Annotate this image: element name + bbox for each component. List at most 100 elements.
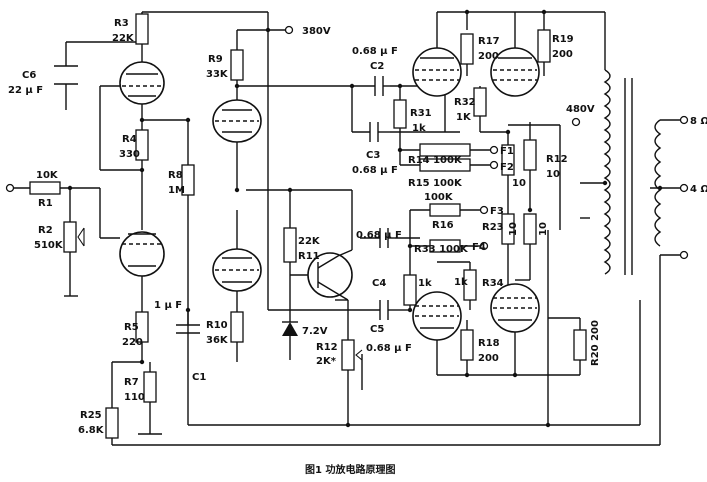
tube-v6 <box>490 47 540 97</box>
resistor-r19 <box>537 29 551 63</box>
tube-v8 <box>490 283 540 333</box>
label-r34: R34 <box>482 278 504 289</box>
label-r23: R23 <box>482 222 504 233</box>
label-r31: R31 <box>410 108 432 119</box>
label-c1-value: 1 μ F <box>154 300 182 311</box>
label-r10-value: 36K <box>206 335 229 346</box>
resistor-r34 <box>463 269 477 301</box>
label-r1: R1 <box>38 198 53 209</box>
resistor-r17 <box>460 33 474 65</box>
label-r11-value: 22K <box>298 236 321 247</box>
resistor-r9 <box>230 49 244 81</box>
label-8-ohm: 8 Ω <box>690 116 707 127</box>
resistor-r33 <box>429 239 461 253</box>
label-c4: C4 <box>372 278 386 289</box>
zener-diode <box>282 321 298 360</box>
resistor-r1 <box>29 181 61 195</box>
label-r5: R5 <box>124 322 139 333</box>
label-r12b: R12 <box>316 342 338 353</box>
tube-v1 <box>119 61 165 105</box>
label-r4-value: 330 <box>119 149 140 160</box>
resistor-r5 <box>135 311 149 343</box>
label-r32-value: 1K <box>456 112 472 123</box>
resistor-r23b <box>523 213 537 245</box>
label-r31-value: 1k <box>412 123 426 134</box>
label-r8: R8 <box>168 170 183 181</box>
tube-v7 <box>412 291 462 341</box>
resistor-r4 <box>135 129 149 161</box>
resistor-r10 <box>230 311 244 343</box>
resistor-r32 <box>473 87 487 117</box>
label-c5-value: 0.68 μ F <box>366 343 412 354</box>
label-r1-value: 10K <box>36 170 59 181</box>
resistor-r2 <box>63 221 77 253</box>
label-r14: R14 100K <box>408 155 463 166</box>
resistor-1k-a <box>403 274 417 306</box>
label-c2-value: 0.68 μ F <box>352 46 398 57</box>
label-r2: R2 <box>38 225 53 236</box>
label-r18: R18 <box>478 338 500 349</box>
figure-caption: 图1 功放电路原理图 <box>305 463 395 476</box>
capacitors <box>54 65 395 334</box>
label-r20: R20 200 <box>590 320 601 366</box>
label-r7-value: 110 <box>124 392 145 403</box>
label-r16: R16 <box>432 220 454 231</box>
label-b-plus: 380V <box>302 26 331 37</box>
label-r3: R3 <box>114 18 129 29</box>
label-r5-value: 220 <box>122 337 143 348</box>
resistor-r23a <box>501 213 515 245</box>
resistor-r12-pot <box>341 339 355 371</box>
resistor-r11 <box>283 227 297 263</box>
label-r23b-value: 10 <box>538 222 549 236</box>
terminals <box>5 25 689 260</box>
label-f4: F4 <box>472 242 486 253</box>
resistor-r8 <box>181 164 195 196</box>
label-r8-value: 1M <box>168 185 185 196</box>
label-f2: F2 <box>500 162 514 173</box>
vacuum-tubes <box>119 47 540 341</box>
wiring <box>14 11 680 446</box>
label-r9: R9 <box>208 54 223 65</box>
resistor-r25 <box>105 407 119 439</box>
tube-v2 <box>119 231 165 277</box>
resistor-r3 <box>135 13 149 45</box>
resistor-r20 <box>573 329 587 361</box>
label-r7: R7 <box>124 377 139 388</box>
label-r11: R11 <box>298 251 320 262</box>
label-r10: R10 <box>206 320 228 331</box>
label-r12b-value: 2K* <box>316 356 337 367</box>
tube-v4 <box>212 248 262 292</box>
resistor-r31 <box>393 99 407 129</box>
label-r25: R25 <box>80 410 102 421</box>
label-r17: R17 <box>478 36 500 47</box>
resistor-r12-right <box>523 139 537 171</box>
label-1k-b: 1k <box>454 277 468 288</box>
label-zener: 7.2V <box>302 326 328 337</box>
label-r17-value: 200 <box>478 51 499 62</box>
label-r12: R12 <box>546 154 568 165</box>
label-r10-left: 10 <box>512 178 526 189</box>
label-4-ohm: 4 Ω <box>690 184 707 195</box>
label-r19-value: 200 <box>552 49 573 60</box>
resistors <box>29 13 587 439</box>
resistor-r15 <box>419 158 471 172</box>
label-r25-value: 6.8K <box>78 425 105 436</box>
label-f1: F1 <box>500 146 514 157</box>
label-r2-value: 510K <box>34 240 64 251</box>
output-transformer <box>603 69 662 275</box>
label-r15: R15 100K <box>408 178 463 189</box>
label-c4-value: 0.68 μ F <box>356 230 402 241</box>
label-r12-value: 10 <box>546 169 560 180</box>
label-r18-value: 200 <box>478 353 499 364</box>
resistor-r12 <box>501 144 515 176</box>
label-r19: R19 <box>552 34 574 45</box>
label-r23a-value: 10 <box>508 222 519 236</box>
label-480v: 480V <box>566 104 595 115</box>
label-c2: C2 <box>370 61 384 72</box>
label-c6: C6 <box>22 70 36 81</box>
label-c6-value: 22 μ F <box>8 85 43 96</box>
label-c3: C3 <box>366 150 380 161</box>
label-c1: C1 <box>192 372 206 383</box>
label-c3-value: 0.68 μ F <box>352 165 398 176</box>
